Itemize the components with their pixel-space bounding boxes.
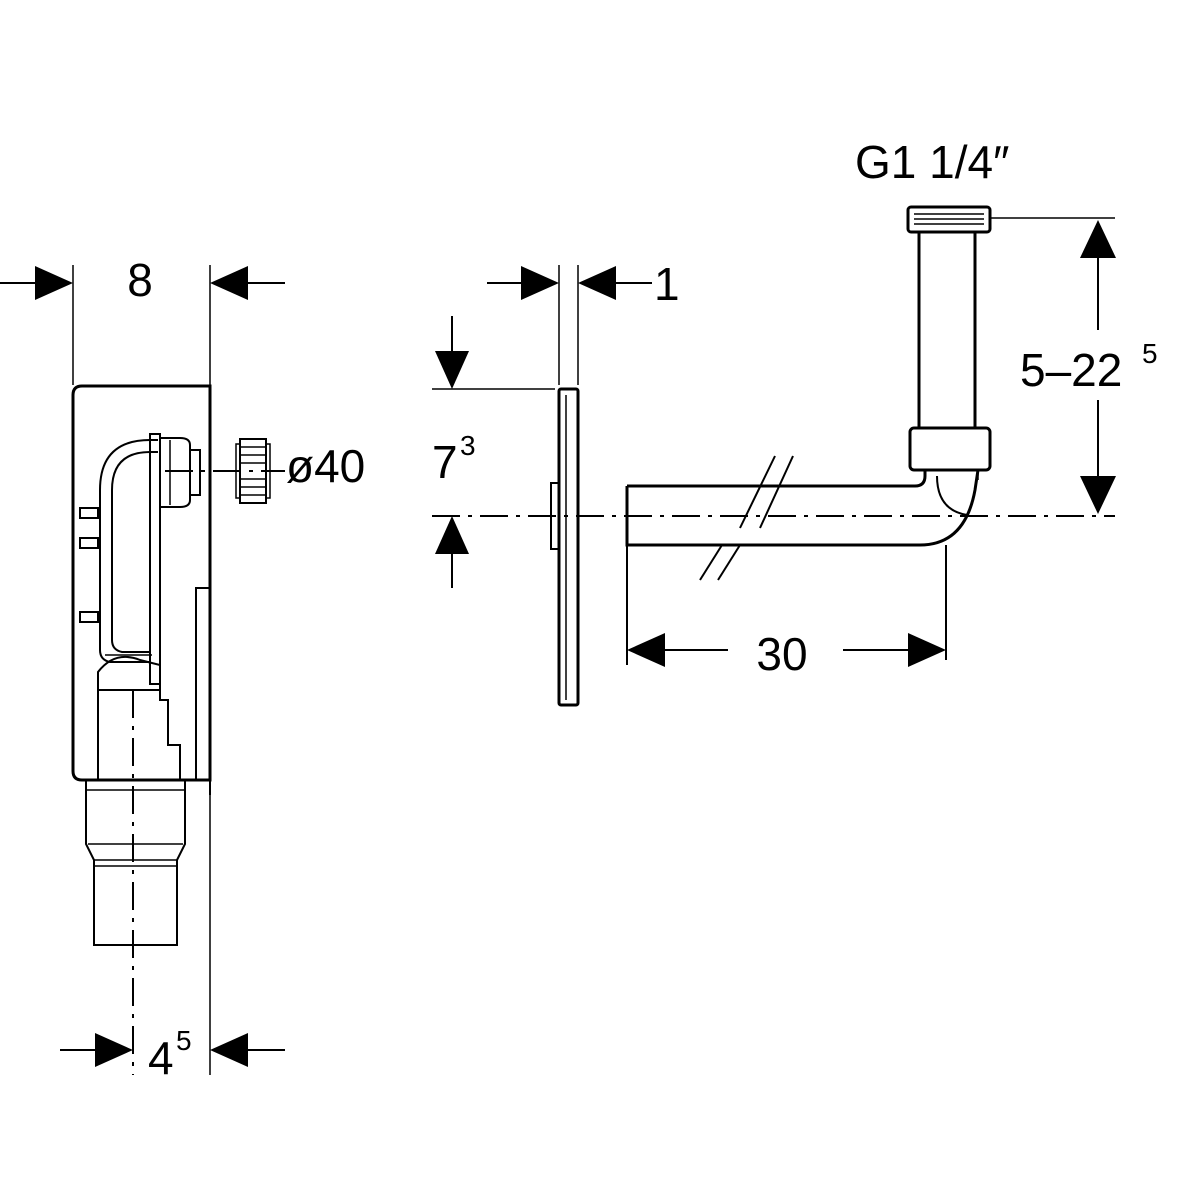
diameter-label: ø40 bbox=[286, 440, 365, 492]
depth-dimension-label: 4 bbox=[148, 1032, 174, 1084]
height-range-superscript: 5 bbox=[1142, 338, 1158, 369]
vertical-pipe bbox=[917, 230, 977, 430]
arrow-right-icon bbox=[35, 266, 73, 300]
thread-connection bbox=[906, 205, 992, 234]
arrow-left-icon bbox=[578, 266, 616, 300]
cover-plate bbox=[557, 387, 580, 707]
thickness-dimension-label: 1 bbox=[654, 258, 680, 310]
width-dimension-label: 8 bbox=[127, 254, 153, 306]
threaded-nut bbox=[235, 438, 271, 504]
arrow-right-icon bbox=[95, 1033, 133, 1067]
height-dimension-label: 7 bbox=[432, 436, 458, 488]
pipe-bend-view: G1 1/4″ 5–22 5 30 bbox=[625, 136, 1158, 680]
arrow-left-icon bbox=[210, 266, 248, 300]
arrow-left-icon bbox=[210, 1033, 248, 1067]
depth-dimension-superscript: 5 bbox=[176, 1025, 192, 1056]
arrow-right-icon bbox=[521, 266, 559, 300]
height-range-label: 5–22 bbox=[1020, 344, 1122, 396]
drain-pipe bbox=[85, 780, 186, 946]
installation-box-view: 8 bbox=[0, 254, 365, 1084]
arrow-down-icon bbox=[1080, 476, 1116, 514]
arrow-up-icon bbox=[435, 516, 469, 554]
arrow-left-icon bbox=[627, 633, 665, 667]
height-dimension-superscript: 3 bbox=[460, 430, 476, 461]
arrow-right-icon bbox=[908, 633, 946, 667]
horizontal-pipe bbox=[625, 469, 980, 547]
lower-coupling bbox=[908, 426, 992, 472]
cover-plate-view: 1 7 3 bbox=[432, 258, 1115, 707]
thread-label: G1 1/4″ bbox=[855, 136, 1009, 188]
arrow-down-icon bbox=[435, 351, 469, 389]
arrow-up-icon bbox=[1080, 220, 1116, 258]
length-dimension-label: 30 bbox=[756, 628, 807, 680]
